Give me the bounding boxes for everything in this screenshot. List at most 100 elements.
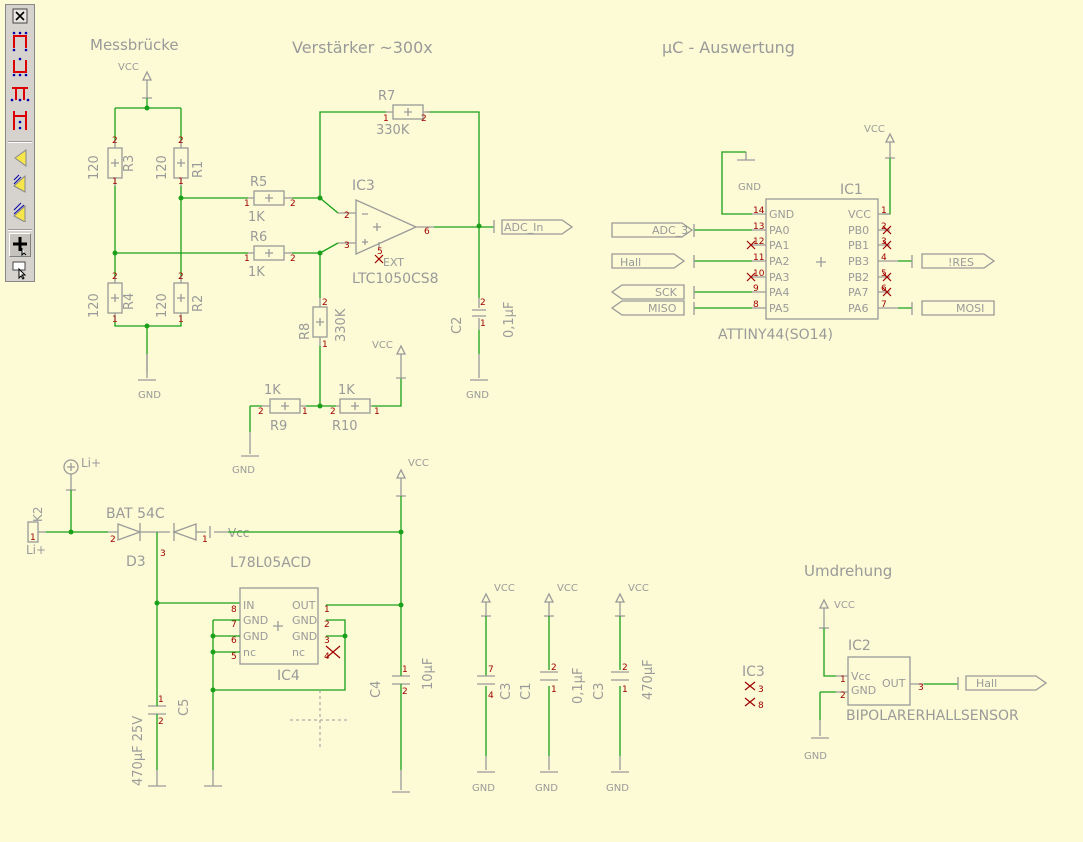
svg-text:D3: D3 xyxy=(126,554,146,570)
svg-text:2: 2 xyxy=(112,136,118,146)
ic4-pin-number: 6 xyxy=(231,636,237,646)
resistor-r8[interactable]: 21 R8 330K xyxy=(298,298,349,350)
ic4-pin-number: 7 xyxy=(231,620,237,630)
add-tool[interactable] xyxy=(9,233,31,257)
svg-text:1: 1 xyxy=(551,685,557,695)
svg-text:VCC: VCC xyxy=(834,600,855,611)
decoupling-c3[interactable]: VCC 21 C3 470µF GND xyxy=(592,583,656,794)
svg-text:IC1: IC1 xyxy=(840,182,863,198)
ic4-pin-number: 2 xyxy=(324,620,330,630)
decoupling-c3a[interactable]: VCC 74 C3 GND xyxy=(472,583,515,794)
resistor-r3[interactable]: 21 120 R3 xyxy=(87,136,137,187)
close-button[interactable] xyxy=(9,7,31,25)
svg-text:1: 1 xyxy=(178,315,184,325)
r9-gnd: GND xyxy=(232,432,259,476)
ic4-pin-label: nc xyxy=(243,646,256,659)
svg-text:GND: GND xyxy=(535,783,558,794)
net-tool[interactable] xyxy=(9,55,31,79)
svg-text:120: 120 xyxy=(155,293,170,318)
junction-icon xyxy=(13,111,27,130)
svg-text:1: 1 xyxy=(244,199,250,209)
select-tool[interactable] xyxy=(9,259,31,281)
svg-text:GND: GND xyxy=(472,783,495,794)
svg-text:2: 2 xyxy=(551,663,557,673)
svg-text:GND: GND xyxy=(738,182,761,193)
ic1-pin-label: PB3 xyxy=(848,255,869,268)
ic1-pin-label: PA1 xyxy=(769,239,789,252)
li-plus-supply: Li+ xyxy=(63,456,101,491)
svg-text:2: 2 xyxy=(344,211,350,221)
svg-text:Hall: Hall xyxy=(620,256,641,269)
ic4-pin-label: GND xyxy=(243,630,268,643)
svg-text:GND: GND xyxy=(466,390,489,401)
ic1-pin-label: VCC xyxy=(848,208,871,221)
svg-text:LTC1050CS8: LTC1050CS8 xyxy=(352,271,439,287)
ic1-pin-label: GND xyxy=(769,208,794,221)
ic2-vcc: VCC xyxy=(818,598,855,629)
svg-text:Vcc: Vcc xyxy=(851,670,871,683)
bus-tool[interactable] xyxy=(9,81,31,105)
resistor-r1[interactable]: 21 120 R1 xyxy=(155,136,206,187)
ic1-pin-label: PB0 xyxy=(848,224,869,237)
pin-tool[interactable] xyxy=(9,171,31,195)
svg-text:R8: R8 xyxy=(298,323,313,340)
bus-entry-tool[interactable] xyxy=(9,197,31,223)
hall-sensor-ic2[interactable]: 123 Vcc GND OUT IC2 BIPOLARERHALLSENSOR xyxy=(836,638,1019,724)
net-label-hall-out: Hall xyxy=(957,675,1048,691)
svg-text:7: 7 xyxy=(488,665,494,675)
svg-text:1: 1 xyxy=(178,177,184,187)
svg-text:1K: 1K xyxy=(338,383,355,398)
svg-text:1: 1 xyxy=(302,407,308,417)
svg-text:ADC_3: ADC_3 xyxy=(652,224,688,237)
wire-tool[interactable] xyxy=(9,29,31,53)
svg-text:1: 1 xyxy=(402,665,408,675)
capacitor-c4[interactable]: 12 C4 10µF xyxy=(369,658,436,698)
label-tool[interactable] xyxy=(9,145,31,169)
label-icon xyxy=(14,149,27,167)
ic2-gnd: GND xyxy=(804,720,829,762)
svg-text:K2: K2 xyxy=(31,506,45,522)
capacitor-c2[interactable]: 21 C2 0,1µF xyxy=(450,298,517,338)
junction-tool[interactable] xyxy=(9,107,31,133)
ic4-pin-label: IN xyxy=(243,599,254,612)
ic4-pin-number: 5 xyxy=(231,652,237,662)
svg-text:GND: GND xyxy=(606,783,629,794)
net-label-adc-in: ADC_In xyxy=(493,219,574,235)
svg-text:2: 2 xyxy=(290,254,296,264)
resistor-r2[interactable]: 21 120 R2 xyxy=(155,272,206,325)
svg-text:3: 3 xyxy=(160,549,166,559)
capacitor-c5[interactable]: 12 C5 470µF 25V xyxy=(131,695,192,786)
c5-gnd xyxy=(148,770,166,787)
svg-text:MOSI: MOSI xyxy=(956,302,984,315)
svg-text:C3: C3 xyxy=(592,683,607,700)
ic1-pin-number: 14 xyxy=(753,206,765,216)
connector-k2[interactable]: 1 K2 Li+ xyxy=(26,506,46,557)
svg-text:2: 2 xyxy=(421,114,427,124)
net-icon xyxy=(12,57,28,77)
svg-text:VCC: VCC xyxy=(864,124,885,135)
svg-text:3: 3 xyxy=(918,683,924,693)
svg-text:C2: C2 xyxy=(450,317,465,334)
resistor-r4[interactable]: 21 120 R4 xyxy=(87,272,137,325)
ic4-pin-number: 1 xyxy=(324,605,330,615)
microcontroller-ic1[interactable]: IC1 ATTINY44(SO14) GND14PA013PA112PA211P… xyxy=(718,182,887,343)
net-label-adc-3: ADC_3 xyxy=(611,222,695,238)
svg-text:Li+: Li+ xyxy=(26,543,46,557)
svg-text:VCC: VCC xyxy=(118,62,139,73)
ic3-power-gate[interactable]: IC3 38 xyxy=(742,664,765,711)
section-title-amplifier: Verstärker ~300x xyxy=(292,38,433,57)
svg-text:1: 1 xyxy=(30,533,36,543)
bus-icon xyxy=(10,87,30,102)
svg-text:IC3: IC3 xyxy=(742,664,765,680)
ic1-pin-number: 12 xyxy=(753,237,764,247)
decoupling-c1[interactable]: VCC 21 C1 0,1µF GND xyxy=(519,583,586,794)
